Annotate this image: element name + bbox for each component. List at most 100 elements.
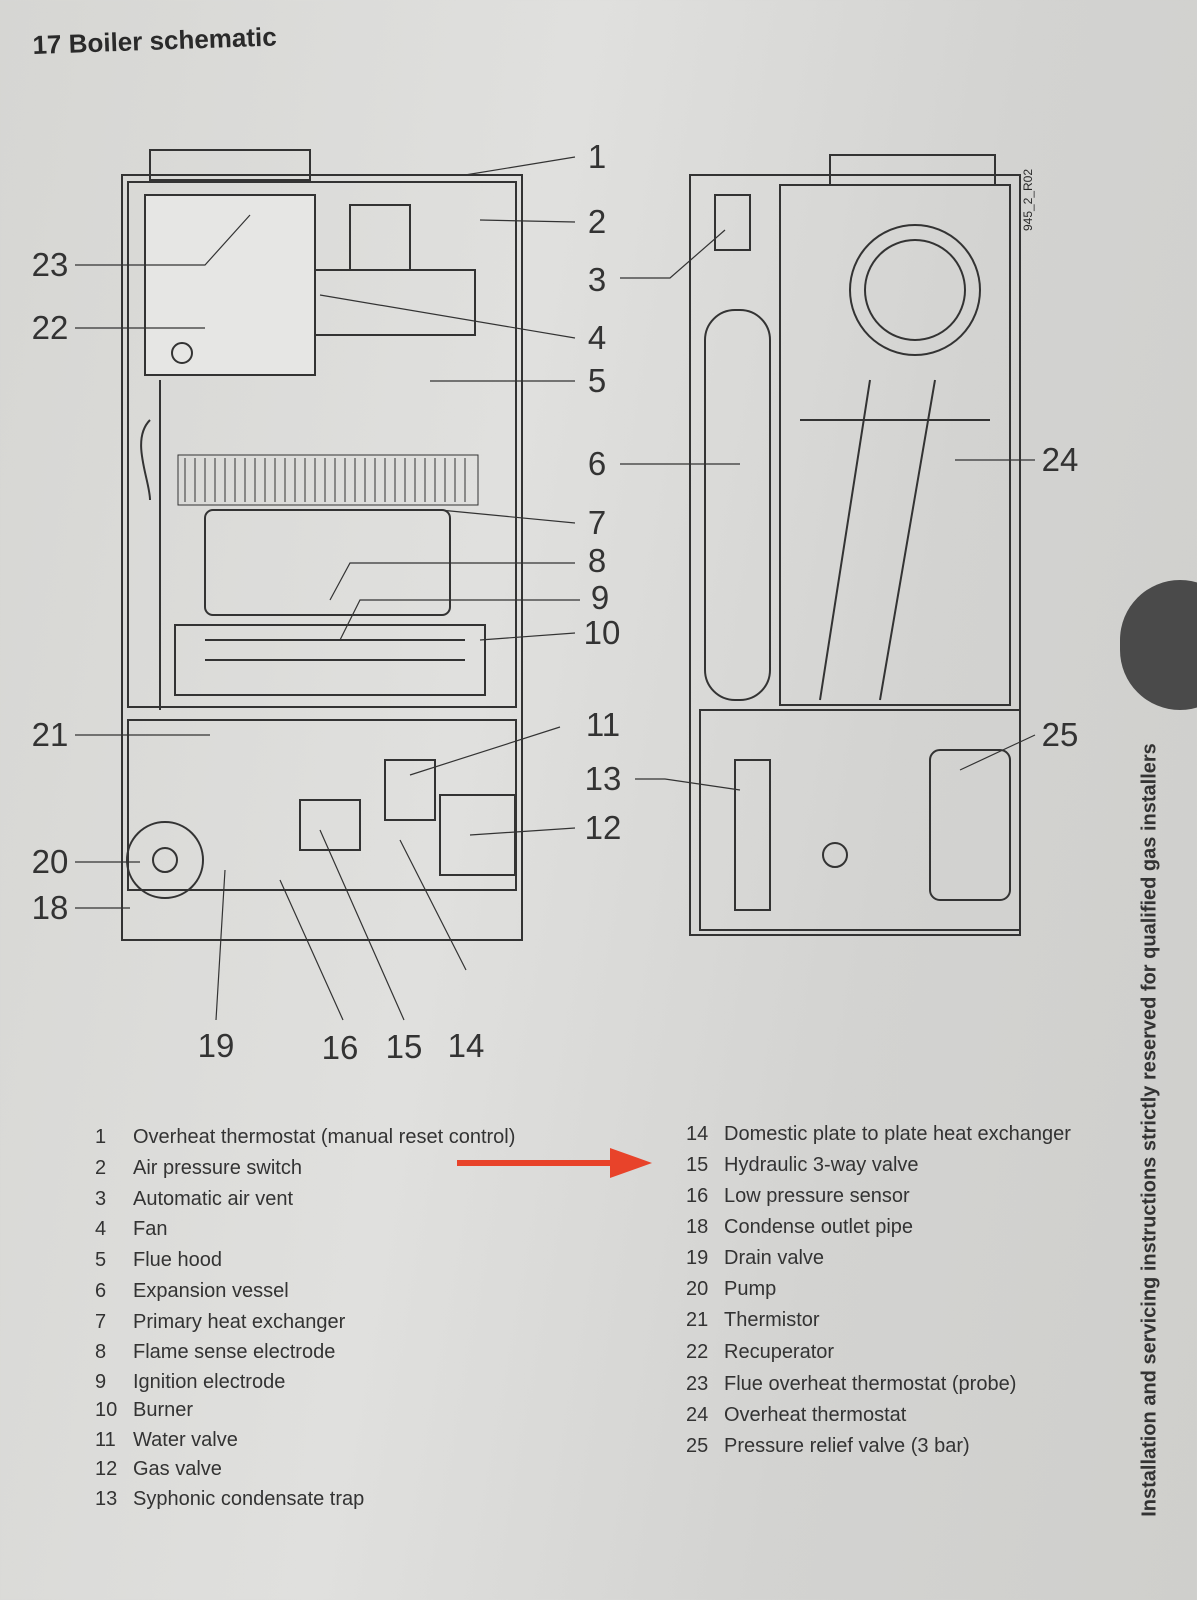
callout-10: 10 bbox=[583, 614, 621, 651]
legend-item: 11 Water valve bbox=[95, 1429, 238, 1452]
legend-label: Low pressure sensor bbox=[724, 1185, 910, 1207]
callout-18: 18 bbox=[31, 889, 69, 926]
legend-label: Thermistor bbox=[724, 1309, 820, 1331]
legend-item: 10 Burner bbox=[95, 1399, 193, 1422]
legend-item: 7 Primary heat exchanger bbox=[95, 1311, 345, 1334]
legend-num: 9 bbox=[95, 1371, 107, 1393]
legend-label: Overheat thermostat bbox=[724, 1404, 907, 1426]
callout-22: 22 bbox=[31, 309, 69, 346]
side-view-boiler bbox=[620, 154, 1036, 936]
legend-item: 4 Fan bbox=[95, 1218, 167, 1241]
legend-num: 16 bbox=[686, 1185, 709, 1207]
legend-item: 22 Recuperator bbox=[686, 1341, 834, 1364]
legend-num: 22 bbox=[686, 1341, 709, 1363]
legend-label: Primary heat exchanger bbox=[133, 1311, 346, 1333]
callout-15: 15 bbox=[385, 1028, 423, 1065]
legend-item: 2 Air pressure switch bbox=[95, 1157, 302, 1180]
legend-num: 2 bbox=[95, 1157, 107, 1179]
legend-num: 4 bbox=[95, 1218, 107, 1240]
legend-item: 5 Flue hood bbox=[95, 1249, 222, 1272]
legend-num: 11 bbox=[95, 1429, 116, 1451]
legend-num: 23 bbox=[686, 1373, 709, 1395]
legend-num: 21 bbox=[686, 1309, 709, 1331]
legend-num: 15 bbox=[686, 1154, 709, 1176]
front-view-boiler bbox=[75, 149, 580, 1021]
legend-num: 5 bbox=[95, 1249, 107, 1271]
legend-item: 18 Condense outlet pipe bbox=[686, 1216, 913, 1239]
callout-11: 11 bbox=[585, 706, 621, 743]
legend-label: Pressure relief valve (3 bar) bbox=[724, 1435, 970, 1457]
callout-16: 16 bbox=[321, 1029, 359, 1066]
legend-num: 7 bbox=[95, 1311, 107, 1333]
legend-num: 3 bbox=[95, 1188, 107, 1210]
callout-9: 9 bbox=[590, 579, 610, 616]
legend-label: Fan bbox=[133, 1218, 168, 1240]
legend-item: 21 Thermistor bbox=[686, 1309, 820, 1332]
legend-label: Air pressure switch bbox=[133, 1157, 302, 1179]
legend-num: 12 bbox=[95, 1458, 118, 1480]
callout-24: 24 bbox=[1041, 441, 1079, 478]
legend-item: 23 Flue overheat thermostat (probe) bbox=[686, 1373, 1016, 1396]
callout-4: 4 bbox=[587, 319, 607, 356]
legend-num: 13 bbox=[95, 1488, 118, 1510]
legend-label: Hydraulic 3-way valve bbox=[724, 1154, 919, 1176]
legend-item: 25 Pressure relief valve (3 bar) bbox=[686, 1435, 970, 1458]
callout-7: 7 bbox=[587, 504, 607, 541]
legend-label: Burner bbox=[133, 1399, 194, 1421]
callout-25: 25 bbox=[1041, 716, 1079, 753]
legend-num: 14 bbox=[686, 1123, 709, 1145]
legend-num: 20 bbox=[686, 1278, 709, 1300]
legend-num: 8 bbox=[95, 1341, 107, 1363]
legend-item: 6 Expansion vessel bbox=[95, 1280, 289, 1303]
legend-label: Automatic air vent bbox=[133, 1188, 294, 1210]
red-annotation-arrow bbox=[457, 1148, 652, 1178]
side-disclaimer-text: Installation and servicing instructions … bbox=[1138, 743, 1161, 1517]
legend-num: 19 bbox=[686, 1247, 709, 1269]
callout-14: 14 bbox=[447, 1027, 485, 1064]
legend-item: 3 Automatic air vent bbox=[95, 1188, 293, 1211]
callout-23: 23 bbox=[31, 246, 69, 283]
callout-21: 21 bbox=[31, 716, 69, 753]
legend-label: Condense outlet pipe bbox=[724, 1216, 914, 1238]
callout-5: 5 bbox=[587, 362, 607, 399]
legend-item: 20 Pump bbox=[686, 1278, 776, 1301]
legend-item: 24 Overheat thermostat bbox=[686, 1404, 906, 1427]
legend-item: 12 Gas valve bbox=[95, 1458, 222, 1481]
legend-num: 25 bbox=[686, 1435, 709, 1457]
callout-13: 13 bbox=[584, 760, 622, 797]
drawing-code: 945_2_R02 bbox=[1021, 168, 1035, 232]
callout-20: 20 bbox=[31, 843, 69, 880]
legend-item: 1 Overheat thermostat (manual reset contr… bbox=[95, 1126, 515, 1149]
callout-1: 1 bbox=[587, 138, 607, 175]
callout-8: 8 bbox=[587, 542, 607, 579]
legend-item: 16 Low pressure sensor bbox=[686, 1185, 910, 1208]
callout-19: 19 bbox=[197, 1027, 235, 1064]
legend-item: 8 Flame sense electrode bbox=[95, 1341, 335, 1364]
legend-num: 1 bbox=[95, 1126, 107, 1148]
callout-3: 3 bbox=[587, 261, 607, 298]
legend-label: Syphonic condensate trap bbox=[133, 1488, 365, 1510]
legend-item: 19 Drain valve bbox=[686, 1247, 824, 1270]
legend-label: Expansion vessel bbox=[133, 1280, 289, 1302]
callout-6: 6 bbox=[587, 445, 607, 482]
legend-label: Recuperator bbox=[724, 1341, 835, 1363]
legend-label: Overheat thermostat (manual reset contro… bbox=[133, 1126, 516, 1148]
legend-label: Flue overheat thermostat (probe) bbox=[724, 1373, 1017, 1395]
legend-label: Ignition electrode bbox=[133, 1371, 286, 1393]
legend-num: 6 bbox=[95, 1280, 107, 1302]
legend-label: Pump bbox=[724, 1278, 777, 1300]
legend-label: Gas valve bbox=[133, 1458, 222, 1480]
legend-num: 10 bbox=[95, 1399, 118, 1421]
legend-num: 24 bbox=[686, 1404, 709, 1426]
legend-label: Flame sense electrode bbox=[133, 1341, 336, 1363]
legend-label: Water valve bbox=[133, 1429, 238, 1451]
legend-num: 18 bbox=[686, 1216, 709, 1238]
legend-item: 9 Ignition electrode bbox=[95, 1371, 285, 1394]
legend-item: 13 Syphonic condensate trap bbox=[95, 1488, 364, 1511]
callout-12: 12 bbox=[584, 809, 622, 846]
legend-label: Flue hood bbox=[133, 1249, 222, 1271]
legend-label: Drain valve bbox=[724, 1247, 825, 1269]
legend-item: 15 Hydraulic 3-way valve bbox=[686, 1154, 919, 1177]
